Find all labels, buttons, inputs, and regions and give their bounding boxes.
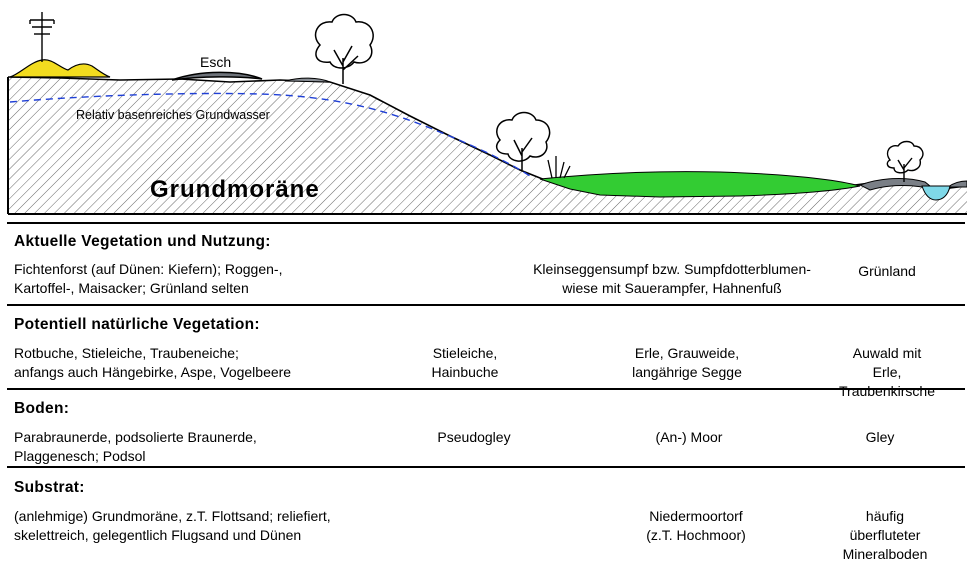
section-heading: Potentiell natürliche Vegetation: <box>14 316 260 334</box>
esch-label: Esch <box>200 54 231 70</box>
cell-col4: häufig überfluteter Mineralboden <box>843 507 928 564</box>
section-heading: Boden: <box>14 400 69 418</box>
grey-soil-far-right <box>948 181 967 187</box>
section-heading: Substrat: <box>14 479 85 497</box>
sand-dunes <box>10 60 110 77</box>
cell-col3: Kleinseggensumpf bzw. Sumpfdotterblumen-… <box>533 260 811 298</box>
cell-col1: Rotbuche, Stieleiche, Traubeneiche; anfa… <box>14 344 291 382</box>
cell-col1: Fichtenforst (auf Dünen: Kiefern); Rogge… <box>14 260 282 298</box>
section-substrate: Substrat: (anlehmige) Grundmoräne, z.T. … <box>7 466 965 549</box>
cell-col1: Parabraunerde, podsolierte Braunerde, Pl… <box>14 428 257 466</box>
cell-col3: (An-) Moor <box>656 428 723 447</box>
power-pylon-icon <box>30 12 54 62</box>
cell-col2: Stieleiche, Hainbuche <box>432 344 499 382</box>
cell-col1: (anlehmige) Grundmoräne, z.T. Flottsand;… <box>14 507 331 545</box>
cell-col2: Pseudogley <box>437 428 510 447</box>
moraine-label: Grundmoräne <box>150 176 320 204</box>
section-potential-vegetation: Potentiell natürliche Vegetation: Rotbuc… <box>7 304 965 386</box>
section-heading: Aktuelle Vegetation und Nutzung: <box>14 233 271 251</box>
section-current-vegetation: Aktuelle Vegetation und Nutzung: Fichten… <box>7 222 965 304</box>
tree-icon <box>887 142 923 183</box>
groundwater-label: Relativ basenreiches Grundwasser <box>76 108 270 122</box>
landscape-cross-section: Esch Relativ basenreiches Grundwasser Gr… <box>0 0 967 222</box>
cell-col3: Erle, Grauweide, langährige Segge <box>632 344 742 382</box>
cell-col3: Niedermoortorf (z.T. Hochmoor) <box>646 507 746 545</box>
section-soil: Boden: Parabraunerde, podsolierte Braune… <box>7 388 965 466</box>
reed-icon <box>548 156 570 178</box>
cell-col4: Grünland <box>858 262 916 281</box>
cell-col4: Gley <box>866 428 895 447</box>
esch-mound <box>172 72 262 80</box>
grey-soil-cap-right <box>285 78 330 82</box>
tree-icon <box>316 15 374 85</box>
